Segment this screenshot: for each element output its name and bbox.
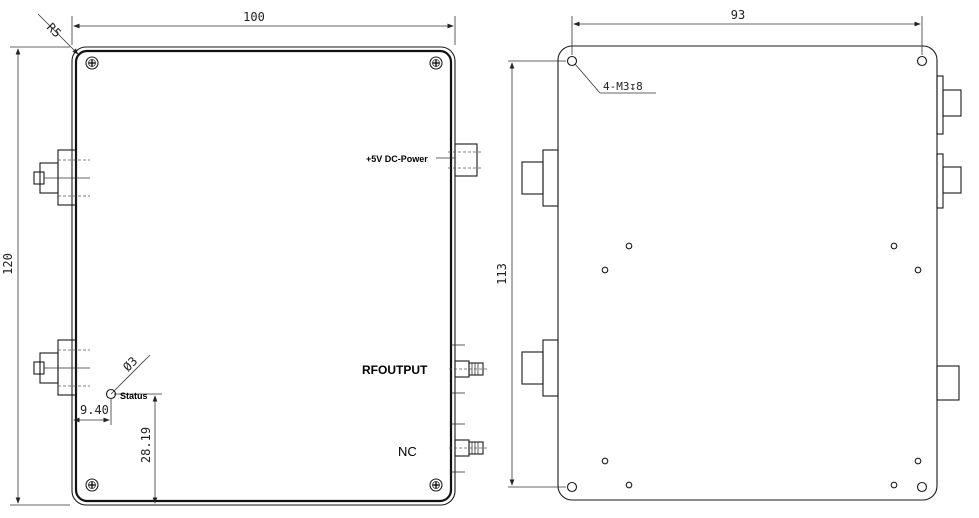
front-left-connector-upper bbox=[33, 149, 90, 206]
front-screw-top-right bbox=[429, 56, 443, 70]
back-view: 93 113 4-M3↧8 bbox=[495, 8, 962, 501]
front-left-connector-lower bbox=[33, 339, 90, 396]
rf-output-label: RFOUTPUT bbox=[362, 363, 428, 377]
front-housing-inner-outline bbox=[74, 49, 453, 503]
back-width-dimension: 93 bbox=[731, 8, 745, 22]
front-housing-outline bbox=[71, 46, 456, 506]
front-screw-top-left bbox=[85, 56, 99, 70]
corner-radius-leader bbox=[37, 13, 79, 55]
front-height-dimension: 120 bbox=[1, 253, 15, 275]
front-screw-bottom-right bbox=[429, 478, 443, 492]
mount-note: 4-M3↧8 bbox=[603, 80, 643, 93]
status-x-dimension: 9.40 bbox=[80, 403, 109, 417]
back-mount-hole-top-right bbox=[916, 55, 928, 67]
back-mount-hole-bottom-left bbox=[566, 481, 578, 493]
back-height-dimension: 113 bbox=[495, 263, 509, 285]
front-dc-power-connector bbox=[448, 143, 483, 177]
front-nc-connector bbox=[448, 439, 490, 457]
back-left-connector-upper bbox=[521, 149, 559, 207]
front-screw-bottom-left bbox=[85, 478, 99, 492]
back-left-connector-lower bbox=[521, 339, 559, 397]
back-mount-hole-bottom-right bbox=[916, 481, 928, 493]
front-rf-output-connector bbox=[448, 360, 490, 378]
front-view: 100 R5 120 Ø3 9.40 28.19 Status +5V DC-P… bbox=[1, 10, 490, 506]
back-right-connector-3 bbox=[936, 365, 960, 401]
back-right-connector-2 bbox=[936, 153, 962, 209]
hole-diameter-dimension: Ø3 bbox=[120, 354, 140, 374]
back-right-connector-1 bbox=[936, 75, 962, 135]
back-mount-hole-top-left bbox=[566, 55, 578, 67]
status-label: Status bbox=[120, 391, 148, 401]
back-housing-outline bbox=[557, 45, 938, 501]
nc-label: NC bbox=[398, 444, 417, 459]
back-small-holes bbox=[601, 242, 922, 489]
mount-note-leader bbox=[574, 63, 601, 94]
dc-power-label: +5V DC-Power bbox=[366, 154, 428, 164]
hole-diameter-leader bbox=[110, 354, 151, 395]
status-y-dimension: 28.19 bbox=[139, 427, 153, 463]
front-width-dimension: 100 bbox=[243, 10, 265, 24]
